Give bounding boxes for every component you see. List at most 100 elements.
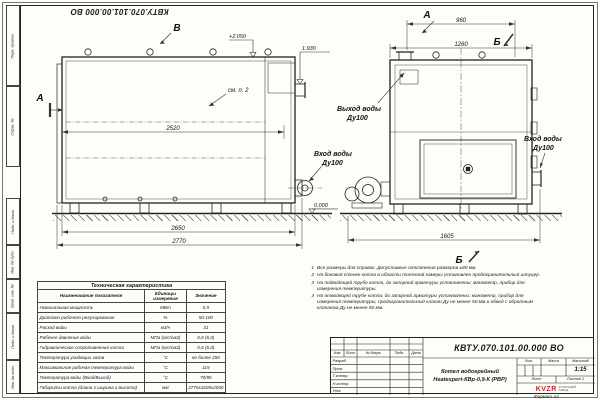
dim-2520: 2520 — [165, 126, 180, 132]
front-view-label: А — [422, 10, 430, 21]
ground-hatch-right — [340, 215, 562, 221]
tech-cell: Гидравлическое сопротивление котла — [36, 341, 146, 353]
tb-row-nkontr: Н.контр. — [332, 380, 350, 386]
note-number: 1 — [311, 266, 314, 271]
tb-col-izm: Изм. — [333, 351, 342, 355]
side-view-annotations — [48, 32, 338, 215]
title-block-grid — [331, 338, 595, 395]
note-number: 3 — [311, 280, 314, 286]
margin-cell-podp-data-2: Подп. и дата — [6, 313, 20, 360]
ground-hatch-left — [53, 215, 331, 221]
note-text: На подводящей трубе котла, до запорной а… — [317, 280, 525, 292]
tech-cell: 31 — [185, 321, 227, 333]
tech-cell: 0,6 (6,0) — [185, 331, 227, 343]
note-text: На боковой стенке котла в области топочн… — [317, 273, 541, 279]
note-text: Все размеры для справок. Допустимые откл… — [317, 266, 477, 271]
side-inlet-dn: Ду100 — [321, 160, 343, 167]
table-row: Диапазон рабочего регулирования%50-100 — [36, 311, 227, 323]
side-view-dimensions — [56, 125, 303, 249]
margin-cell-inv-dubl: Инв. № дубл. — [6, 245, 20, 279]
tech-cell: м3/ч — [144, 321, 187, 333]
front-inlet-label: Вход воды — [524, 135, 562, 143]
tech-header: Значение — [185, 289, 227, 303]
tech-cell: °С — [144, 361, 187, 373]
front-outlet-label: Выход воды — [337, 105, 381, 113]
tech-header: Единицы измерения — [144, 289, 187, 303]
tech-cell: 115 — [185, 361, 227, 373]
tb-col-data: Дата — [411, 351, 421, 355]
side-view-label: В — [173, 23, 180, 34]
tb-row-tkontr: Т.контр. — [332, 373, 349, 379]
tech-cell: °С — [144, 371, 187, 383]
note-number: 2 — [311, 273, 314, 279]
tech-cell: °С — [144, 351, 187, 363]
tb-lit-label: Лит. — [524, 359, 534, 363]
elevation-top: +2.050 — [229, 34, 247, 40]
tech-cell: Рабочее давление воды — [36, 331, 146, 343]
tech-cell: МПа (кгс/см2) — [144, 341, 187, 353]
tech-cell: Габариты котла (длина х ширина х высота) — [36, 381, 146, 393]
tech-cell: 0,6 (6,0) — [185, 341, 227, 353]
tech-cell: Температура воды (Вход/Выход) — [36, 371, 146, 383]
margin-cell-inv-podl: Инв. № подл. — [6, 360, 20, 394]
side-view-body — [56, 48, 322, 214]
company-name-line1: КОТЕЛЬНЫЙ — [558, 384, 577, 389]
format-label: Формат А3 — [534, 394, 559, 399]
margin-cell-podp-data-1: Подп. и дата — [6, 198, 20, 245]
note-text: На отводящей трубе котла, до запорной ар… — [317, 294, 533, 312]
front-view-annotations — [377, 20, 546, 263]
tech-cell: не более 250 — [185, 351, 227, 363]
side-view-dim-arrows — [57, 130, 302, 247]
tb-doc-number: КВТУ.070.101.00.000 ВО — [454, 343, 564, 353]
company-name-line2: ЗАВОД — [558, 388, 569, 392]
tb-row-prov: Пров. — [332, 365, 344, 371]
table-row: Габариты котла (длина х ширина х высота)… — [36, 381, 227, 393]
dim-2770: 2770 — [171, 239, 186, 245]
dim-2650: 2650 — [170, 226, 185, 232]
tb-col-list: Лист — [345, 351, 356, 355]
tech-cell: Температура уходящих газов — [36, 351, 146, 363]
note-number: 4 — [311, 294, 314, 300]
front-section-label-top: Б — [493, 37, 500, 48]
see-note-ref: см. п. 2 — [228, 88, 249, 94]
tb-sheet-label: Лист — [531, 377, 542, 381]
tech-header: Наименование показателя — [36, 289, 146, 303]
tech-characteristics-table: Техническая характеристика Наименование … — [36, 280, 227, 393]
tb-sheets-label: Листов — [566, 377, 581, 381]
front-view-dimensions — [347, 20, 541, 243]
tech-cell: мм — [144, 381, 187, 393]
tb-scale-label: Масштаб — [572, 359, 589, 363]
tech-cell: Расход воды — [36, 321, 146, 333]
margin-cell-vzam-inv: Взам. инв. № — [6, 279, 20, 313]
front-view-annotation-arrowheads — [399, 29, 543, 255]
front-outlet-dn: Ду100 — [346, 115, 368, 122]
tech-cell: Максимальная рабочая температура воды — [36, 361, 146, 373]
title-block: Изм. Лист № докум. Подп. Дата Разраб. Пр… — [330, 337, 595, 395]
tb-product-name: Котел водогрейный Heatexpert-КВр-0,9-К (… — [423, 358, 517, 395]
side-section-label: А — [35, 93, 43, 104]
tech-cell: МПа (кгс/см2) — [144, 331, 187, 343]
dim-1260: 1260 — [454, 42, 468, 48]
tech-cell: 0,9 — [185, 301, 227, 313]
margin-cell-perv-primen: Перв. примен. — [6, 5, 20, 86]
tech-cell: % — [144, 311, 187, 323]
dim-1605: 1605 — [440, 234, 454, 240]
tb-sheets-cell: Листов 1 — [556, 376, 595, 383]
tb-scale-value: 1:15 — [574, 367, 587, 373]
tb-company: KVZR КОТЕЛЬНЫЙ ЗАВОД — [517, 383, 595, 395]
tech-cell: МВт — [144, 301, 187, 313]
tech-cell: Диапазон рабочего регулирования — [36, 311, 146, 323]
dim-960: 960 — [456, 18, 467, 24]
tb-col-docnum: № докум. — [365, 351, 382, 355]
